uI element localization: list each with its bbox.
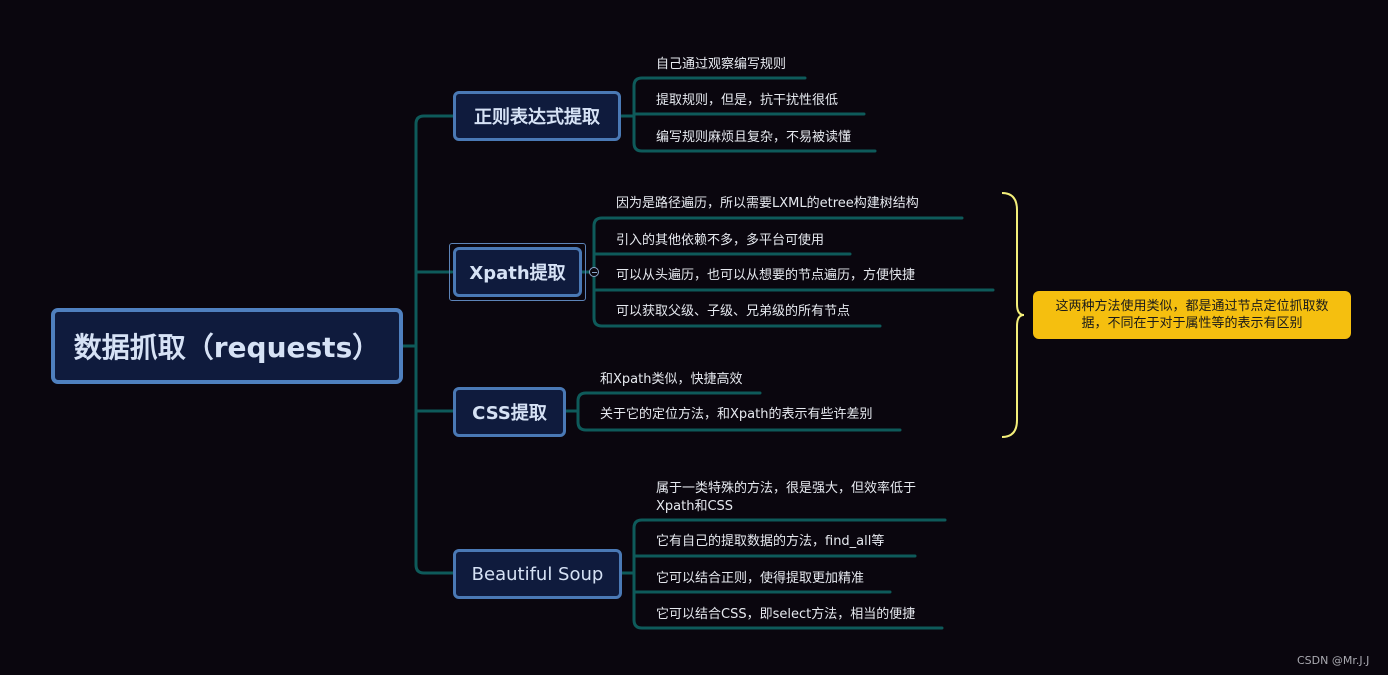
branch4-connector [620, 518, 947, 630]
branch3-connector [564, 391, 902, 432]
leaf-item[interactable]: 因为是路径遍历，所以需要LXML的etree构建树结构 [616, 196, 919, 211]
branch-label: 正则表达式提取 [474, 107, 600, 128]
leaf-item[interactable]: 它有自己的提取数据的方法，find_all等 [656, 534, 885, 549]
branch-node-beautiful-soup[interactable]: Beautiful Soup [453, 549, 622, 599]
collapse-toggle-icon[interactable] [589, 267, 599, 277]
leaf-item[interactable]: 自己通过观察编写规则 [656, 57, 787, 72]
branch1-connector [618, 76, 877, 153]
root-node-label: 数据抓取（requests） [73, 331, 381, 364]
summary-note[interactable]: 这两种方法使用类似，都是通过节点定位抓取数据，不同在于对于属性等的表示有区别 [1033, 291, 1351, 339]
trunk-line [414, 114, 457, 575]
leaf-item[interactable]: 引入的其他依赖不多，多平台可使用 [616, 233, 825, 248]
branch2-connector [580, 216, 995, 328]
summary-bracket [1001, 192, 1025, 438]
leaf-item[interactable]: 可以从头遍历，也可以从想要的节点遍历，方便快捷 [616, 268, 916, 283]
branch-node-regex[interactable]: 正则表达式提取 [453, 91, 621, 141]
selection-outline [449, 243, 586, 301]
leaf-item[interactable]: 编写规则麻烦且复杂，不易被读懂 [656, 130, 852, 145]
leaf-item[interactable]: 和Xpath类似，快捷高效 [600, 372, 743, 387]
branch-node-xpath[interactable]: Xpath提取 [453, 247, 582, 297]
leaf-item[interactable]: 它可以结合CSS，即select方法，相当的便捷 [656, 607, 916, 622]
branch-node-css[interactable]: CSS提取 [453, 387, 566, 437]
leaf-item[interactable]: 提取规则，但是，抗干扰性很低 [656, 93, 839, 108]
watermark: CSDN @Mr.J.J [1297, 654, 1370, 667]
leaf-item[interactable]: 它可以结合正则，使得提取更加精准 [656, 571, 865, 586]
branch-label: CSS提取 [472, 403, 547, 424]
summary-note-text: 这两种方法使用类似，都是通过节点定位抓取数据，不同在于对于属性等的表示有区别 [1055, 299, 1329, 331]
branch-label: Xpath提取 [469, 263, 566, 284]
leaf-item[interactable]: 可以获取父级、子级、兄弟级的所有节点 [616, 304, 851, 319]
branch-label: Beautiful Soup [471, 563, 604, 585]
root-node[interactable]: 数据抓取（requests） [51, 308, 403, 384]
leaf-item[interactable]: 关于它的定位方法，和Xpath的表示有些许差别 [600, 407, 873, 422]
leaf-item[interactable]: 属于一类特殊的方法，很是强大，但效率低于Xpath和CSS [656, 481, 917, 514]
